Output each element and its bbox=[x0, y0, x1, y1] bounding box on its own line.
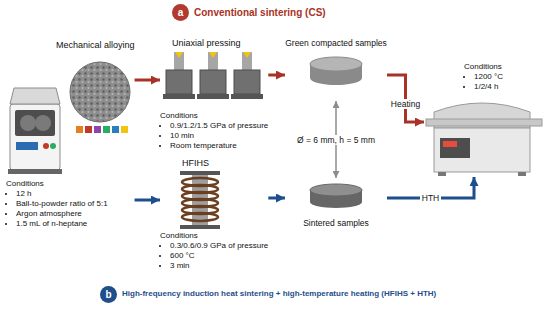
process-stage: Uniaxial pressingConditions0.9/1.2/1.5 G… bbox=[160, 38, 268, 151]
edge-label: Ø = 6 mm, h = 5 mm bbox=[295, 135, 377, 145]
conditions-heading: Conditions bbox=[464, 62, 544, 72]
figure-slot bbox=[160, 49, 267, 111]
planetary-mill-part bbox=[35, 115, 51, 131]
condition-item: 0.3/0.6/0.9 GPa of pressure bbox=[170, 241, 268, 251]
induction-coil-part bbox=[182, 213, 218, 221]
condition-item: Room temperature bbox=[170, 141, 268, 151]
induction-coil bbox=[180, 171, 220, 229]
planetary-mill-part bbox=[16, 142, 38, 150]
process-stage: HFIHS Conditions0.3/0.6/0.9 GPa of pressu… bbox=[160, 158, 268, 271]
pressing-dies-part bbox=[242, 52, 252, 70]
condition-item: 1/2/4 h bbox=[474, 82, 544, 92]
stage-title: HFIHS bbox=[182, 158, 268, 169]
tube-furnace-part bbox=[426, 119, 542, 126]
condition-list: 0.9/1.2/1.5 GPa of pressure10 minRoom te… bbox=[160, 121, 268, 151]
sample-stage: Green compacted samples bbox=[285, 38, 387, 101]
condition-list: 0.3/0.6/0.9 GPa of pressure600 °C3 min bbox=[160, 241, 268, 271]
pressing-dies-part bbox=[243, 52, 251, 58]
stage-title: Sintered samples bbox=[285, 218, 387, 229]
planetary-mill-part bbox=[10, 104, 60, 170]
planetary-mill-part bbox=[8, 169, 62, 174]
edge-label: HTH bbox=[420, 193, 441, 203]
stage-title: Mechanical alloying bbox=[56, 40, 135, 51]
induction-coil-part bbox=[180, 225, 220, 229]
conditions-heading: Conditions bbox=[6, 179, 135, 189]
condition-item: 12 h bbox=[16, 189, 135, 199]
flow-arrow bbox=[268, 74, 285, 77]
condition-list: 1200 °C1/2/4 h bbox=[464, 72, 544, 92]
planetary-mill-part bbox=[43, 143, 49, 149]
powder-sample-part bbox=[94, 126, 101, 133]
conditions-heading: Conditions bbox=[160, 111, 268, 121]
badge-letter: b bbox=[100, 286, 117, 303]
condition-item: 1.5 mL of n-heptane bbox=[16, 219, 135, 229]
flow-arrow bbox=[135, 79, 160, 82]
figure-slot bbox=[424, 92, 544, 177]
pressing-dies-part bbox=[209, 52, 217, 58]
sintered-disk-part bbox=[310, 184, 362, 196]
powder-sample-part bbox=[76, 126, 83, 133]
stage-title: Uniaxial pressing bbox=[172, 38, 268, 49]
sintered-disk bbox=[310, 184, 362, 208]
powder-sample-part bbox=[103, 126, 110, 133]
connector-group bbox=[135, 75, 474, 200]
furnace-stage: Conditions1200 °C1/2/4 h bbox=[424, 62, 544, 177]
pressing-dies-part bbox=[175, 52, 183, 58]
tube-furnace-part bbox=[434, 128, 530, 172]
pressing-dies-part bbox=[208, 52, 218, 70]
pressing-dies-part bbox=[200, 70, 226, 94]
flow-arrow bbox=[268, 197, 285, 200]
figure-slot bbox=[160, 169, 267, 231]
tube-furnace-part bbox=[438, 172, 446, 176]
powder-sample-part bbox=[112, 126, 119, 133]
condition-item: Argon atmosphere bbox=[16, 209, 135, 219]
powder-sample bbox=[70, 62, 130, 133]
condition-item: Ball-to-powder ratio of 5:1 bbox=[16, 199, 135, 209]
step-badge: bHigh-frequency induction heat sintering… bbox=[100, 286, 117, 303]
sample-stage: Sintered samples bbox=[285, 178, 387, 229]
planetary-mill-part bbox=[10, 88, 60, 104]
flow-arrow bbox=[387, 75, 424, 122]
pressing-dies-part bbox=[166, 70, 192, 94]
edge-label: Heating bbox=[389, 99, 422, 109]
tube-furnace-part bbox=[440, 138, 470, 158]
condition-item: 600 °C bbox=[170, 251, 268, 261]
condition-list: 12 hBall-to-powder ratio of 5:1Argon atm… bbox=[6, 189, 135, 229]
tube-furnace bbox=[426, 103, 542, 176]
figure-slot bbox=[285, 49, 387, 101]
step-badge: aConventional sintering (CS) bbox=[172, 4, 189, 21]
powder-sample-part bbox=[85, 126, 92, 133]
tube-furnace-part bbox=[443, 141, 457, 147]
pressing-dies-part bbox=[174, 52, 184, 70]
route-title: High-frequency induction heat sintering … bbox=[122, 288, 436, 299]
powder-sample-part bbox=[70, 62, 130, 122]
tube-furnace-part bbox=[518, 172, 526, 176]
green-disk-part bbox=[310, 57, 362, 71]
conditions-heading: Conditions bbox=[160, 231, 268, 241]
condition-item: 10 min bbox=[170, 131, 268, 141]
process-stage: Mechanical alloyingConditions12 hBall-to… bbox=[6, 40, 135, 229]
pressing-dies-part bbox=[197, 94, 229, 99]
planetary-mill-part bbox=[50, 143, 56, 149]
figure-slot bbox=[285, 178, 387, 218]
badge-letter: a bbox=[172, 4, 189, 21]
planetary-mill-part bbox=[15, 110, 55, 136]
green-disk bbox=[310, 57, 362, 85]
condition-item: 3 min bbox=[170, 261, 268, 271]
route-title: Conventional sintering (CS) bbox=[194, 6, 326, 19]
condition-item: 0.9/1.2/1.5 GPa of pressure bbox=[170, 121, 268, 131]
figure-slot bbox=[6, 51, 134, 179]
pressing-dies-part bbox=[163, 94, 195, 99]
pressing-dies-part bbox=[234, 70, 260, 94]
flow-arrow bbox=[135, 199, 160, 202]
induction-coil-part bbox=[180, 171, 220, 175]
planetary-mill bbox=[8, 88, 62, 174]
pressing-dies-part bbox=[231, 94, 263, 99]
condition-item: 1200 °C bbox=[474, 72, 544, 82]
powder-sample-part bbox=[121, 126, 128, 133]
pressing-dies bbox=[163, 52, 263, 99]
planetary-mill-part bbox=[20, 115, 36, 131]
stage-title: Green compacted samples bbox=[285, 38, 387, 49]
